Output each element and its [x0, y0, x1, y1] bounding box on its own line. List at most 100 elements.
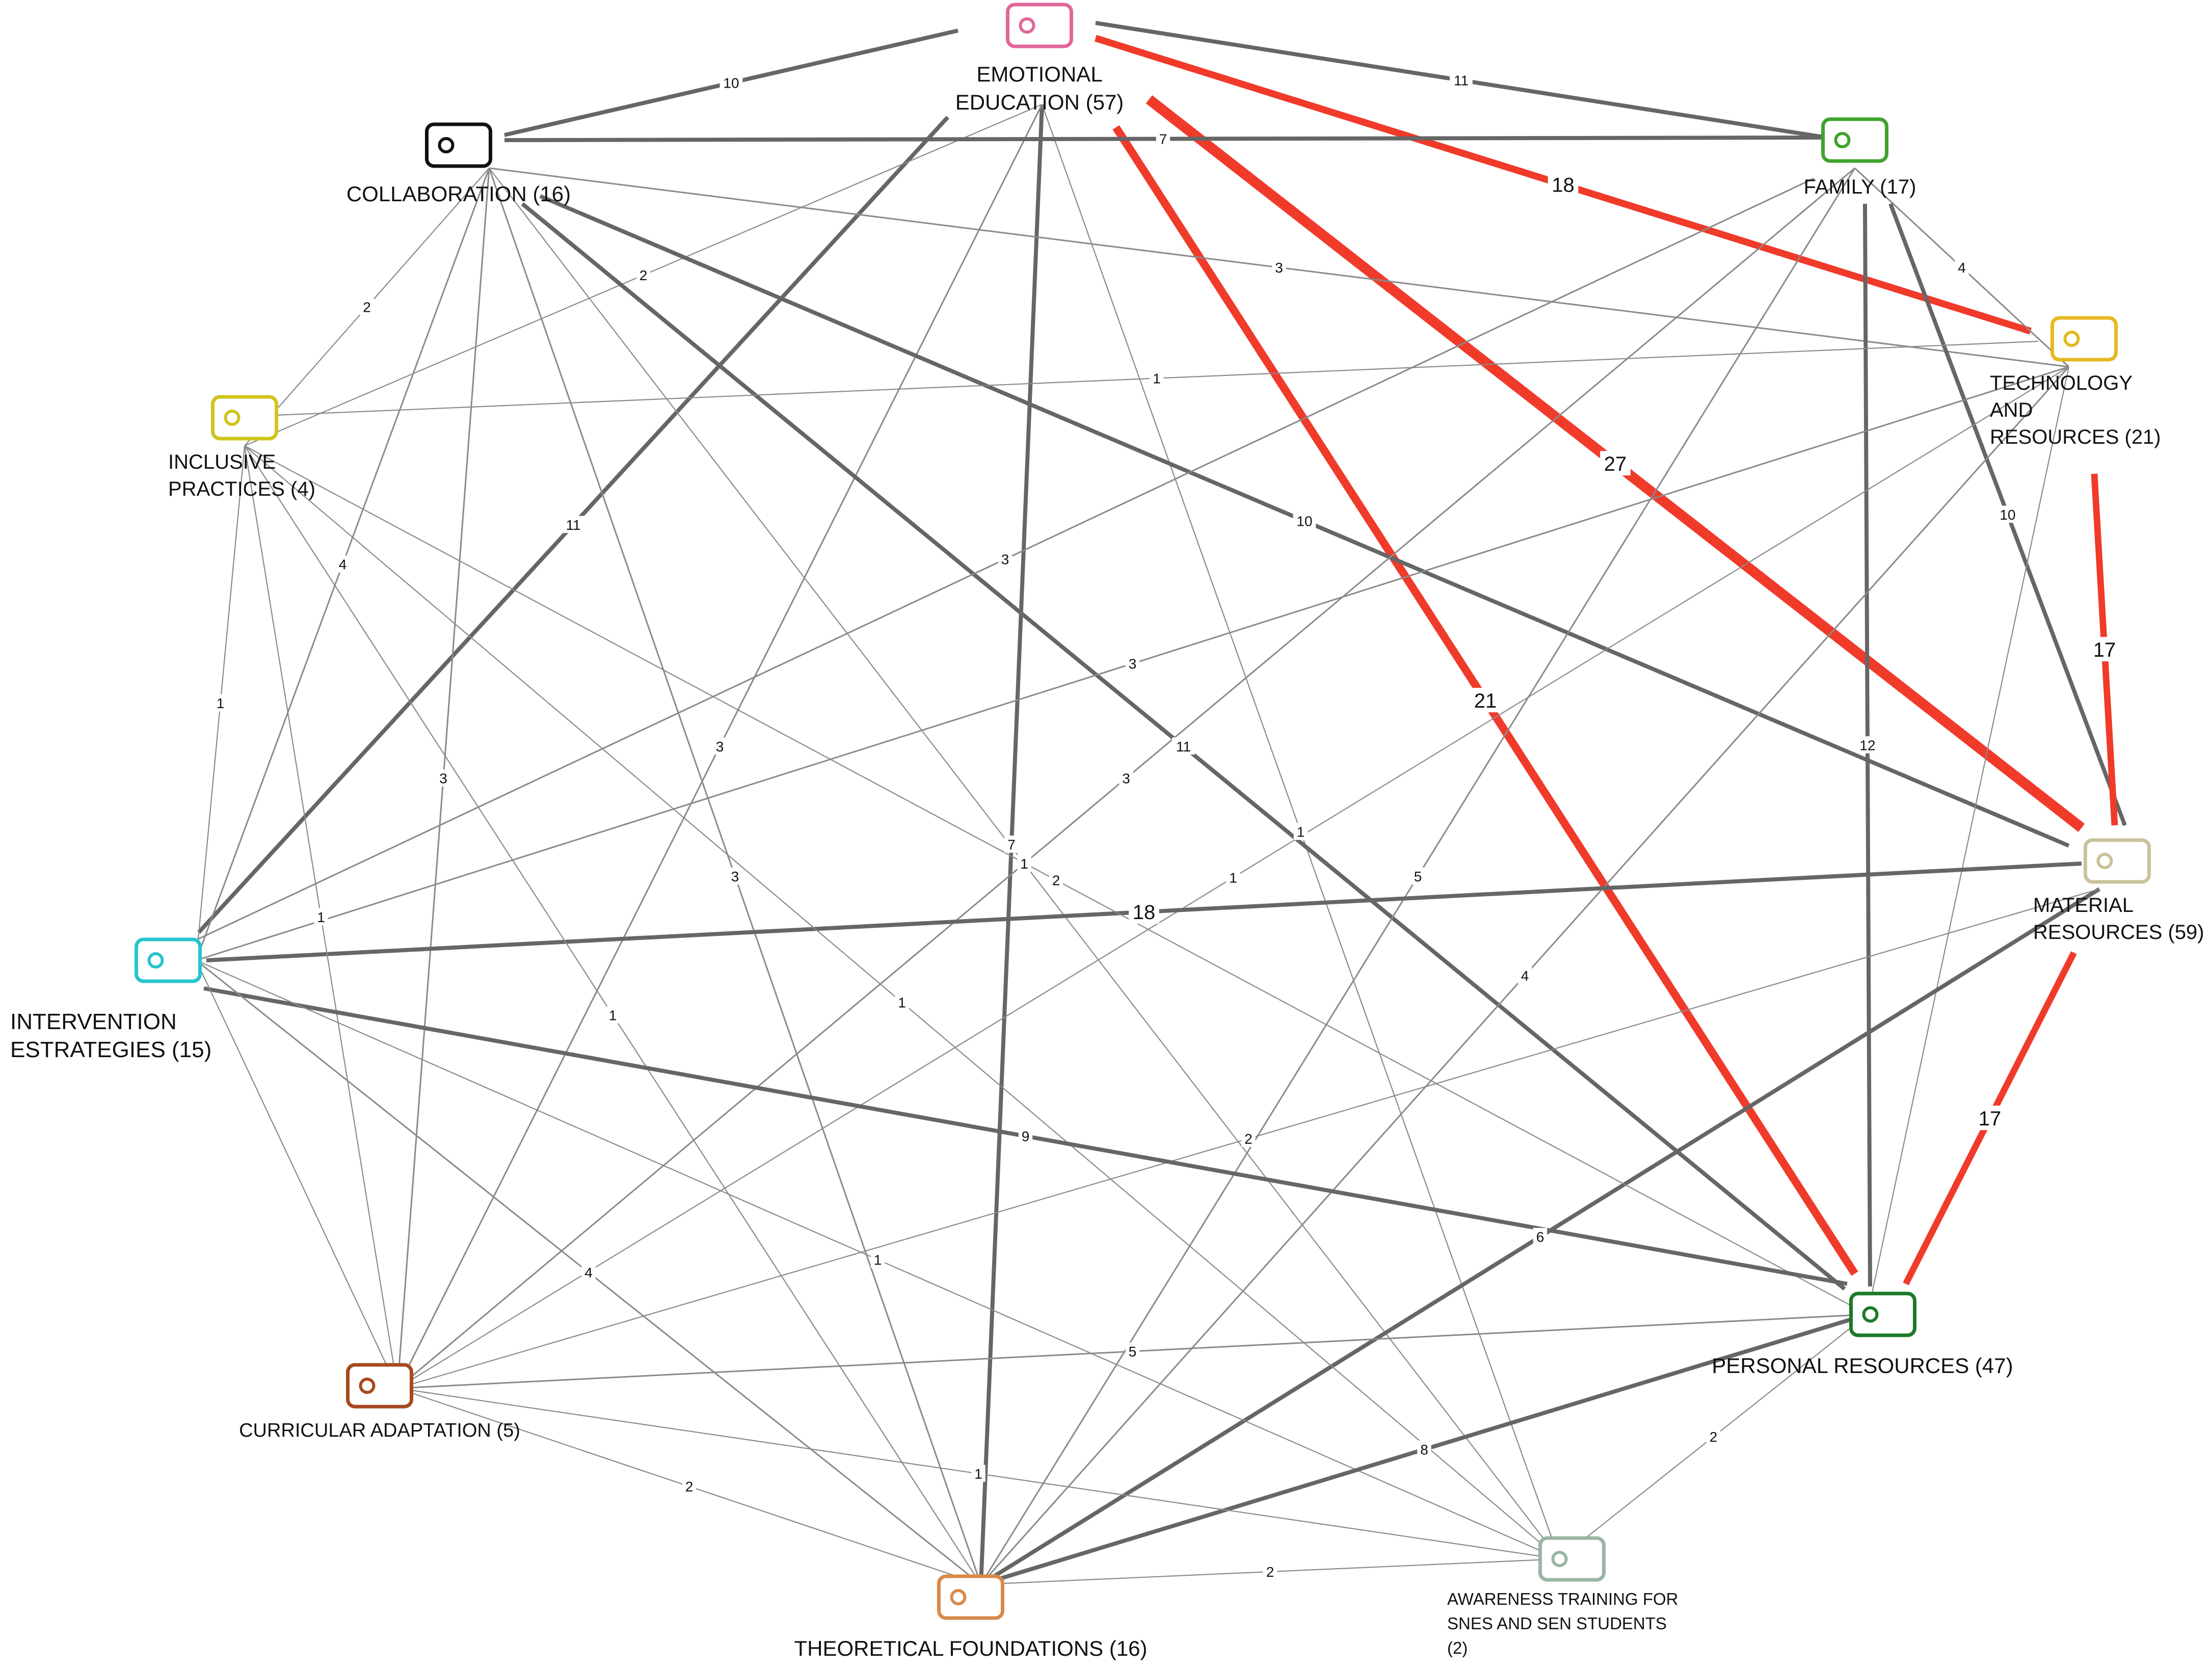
node-label-line: ESTRATEGIES (15) [10, 1037, 211, 1062]
edge-weight-label: 1 [605, 1006, 620, 1024]
node-personal[interactable]: PERSONAL RESOURCES (47) [1712, 1291, 2013, 1378]
edge-weight-text: 4 [339, 556, 347, 572]
edge-weight-label: 10 [719, 74, 743, 91]
code-tag-icon[interactable] [1538, 1536, 1606, 1582]
edges-layer [195, 21, 2127, 1586]
edge-weight-label: 4 [1955, 258, 1969, 276]
node-label-line: CURRICULAR ADAPTATION (5) [239, 1420, 520, 1441]
code-tag-frame [1821, 117, 1888, 163]
edge-weight-text: 1 [217, 695, 225, 711]
edge-weight-text: 12 [1859, 737, 1875, 753]
code-tag-ring [1551, 1551, 1568, 1567]
edge-weight-background [1156, 130, 1170, 147]
node-curricular[interactable]: CURRICULAR ADAPTATION (5) [239, 1363, 520, 1441]
code-tag-ring [147, 952, 164, 968]
edge-weight-background [2089, 637, 2120, 662]
node-label: PERSONAL RESOURCES (47) [1712, 1354, 2013, 1378]
edge-weight-label: 3 [712, 737, 727, 755]
edge-weight-label: 1 [1226, 869, 1240, 886]
node-label: COLLABORATION (16) [347, 182, 571, 206]
code-tag-ring [438, 137, 455, 153]
node-collaboration[interactable]: COLLABORATION (16) [347, 122, 571, 206]
edge-weight-label: 1 [1017, 854, 1031, 872]
edge-weight-background [971, 1465, 985, 1482]
edge-weight-text: 11 [566, 517, 580, 533]
code-tag-icon[interactable] [425, 122, 492, 168]
edge-weight-label: 4 [1517, 966, 1532, 984]
code-tag-frame [211, 395, 278, 441]
edge-weight-text: 1 [1229, 870, 1237, 885]
node-label-line: RESOURCES (21) [1990, 426, 2161, 448]
code-tag-icon[interactable] [346, 1363, 413, 1409]
code-tag-icon[interactable] [937, 1574, 1004, 1620]
edge-weight-text: 8 [1420, 1442, 1428, 1458]
edge-weight-background [1955, 258, 1969, 276]
edge-weight-label: 18 [1548, 172, 1579, 197]
edge-weight-label: 5 [1410, 867, 1425, 885]
code-tag-icon[interactable] [1006, 3, 1073, 48]
edge-weight-text: 27 [1604, 453, 1627, 475]
edge-weight-text: 11 [1176, 739, 1191, 755]
edge-weight-background [1417, 1440, 1431, 1458]
edge-weight-background [436, 769, 450, 787]
edge-weight-label: 11 [1450, 71, 1473, 89]
edge-weight-label: 10 [1293, 512, 1316, 529]
code-tag-ring [1834, 132, 1851, 148]
edge-weight-text: 6 [1536, 1229, 1544, 1245]
edge-weight-text: 3 [1001, 551, 1009, 567]
edge-weight-label: 2 [1049, 871, 1063, 889]
edge-weight-label: 11 [562, 516, 585, 533]
node-theoretical[interactable]: THEORETICAL FOUNDATIONS (16) [794, 1574, 1148, 1660]
edge-weight-text: 3 [1275, 260, 1283, 276]
edge-weight-label: 1 [314, 908, 328, 926]
node-label-line: PERSONAL RESOURCES (47) [1712, 1354, 2013, 1378]
edge-weight-label: 10 [1996, 505, 2019, 523]
edge-weight-label: 7 [1156, 130, 1170, 147]
edge-weight-label: 3 [436, 769, 450, 787]
node-label-line: EMOTIONAL [976, 62, 1102, 86]
node-label: THEORETICAL FOUNDATIONS (16) [794, 1636, 1147, 1660]
node-label-line: SNES AND SEN STUDENTS [1447, 1614, 1667, 1633]
code-tag-icon[interactable] [211, 395, 278, 441]
code-tag-icon[interactable] [2050, 316, 2118, 362]
node-label-line: COLLABORATION (16) [347, 182, 571, 206]
edge-weight-text: 2 [1710, 1429, 1718, 1445]
code-tag-icon[interactable] [135, 937, 202, 983]
edge-weight-text: 2 [1244, 1131, 1252, 1147]
edge-weight-label: 3 [728, 867, 742, 885]
node-label: FAMILY (17) [1804, 176, 1916, 198]
edge-weight-text: 17 [2093, 639, 2116, 661]
edge-weight-text: 4 [1958, 260, 1966, 276]
edge-weight-background [1172, 737, 1195, 755]
edge-weight-background [1548, 172, 1579, 197]
edge-weight-text: 21 [1474, 690, 1497, 712]
edge-weight-text: 10 [723, 75, 739, 91]
edge-weight-background [728, 867, 742, 885]
edge-weight-label: 1 [971, 1465, 985, 1482]
node-family[interactable]: FAMILY (17) [1804, 117, 1916, 198]
edge-weight-text: 1 [609, 1007, 617, 1023]
code-tag-ring [1862, 1306, 1879, 1323]
edge-weight-background [636, 266, 651, 284]
code-tag-icon[interactable] [2084, 838, 2151, 884]
code-tag-icon[interactable] [1849, 1291, 1916, 1337]
code-tag-ring [950, 1589, 967, 1605]
edge-weight-text: 17 [1979, 1108, 2002, 1130]
edge-weight-background [682, 1477, 697, 1495]
edge-weight-background [314, 908, 328, 926]
edge-weight-background [1125, 655, 1140, 672]
edge-weight-label: 3 [998, 550, 1012, 568]
edge-weight-label: 7 [1004, 836, 1019, 853]
edge-weight-label: 2 [636, 266, 651, 284]
code-tag-icon[interactable] [1821, 117, 1888, 163]
